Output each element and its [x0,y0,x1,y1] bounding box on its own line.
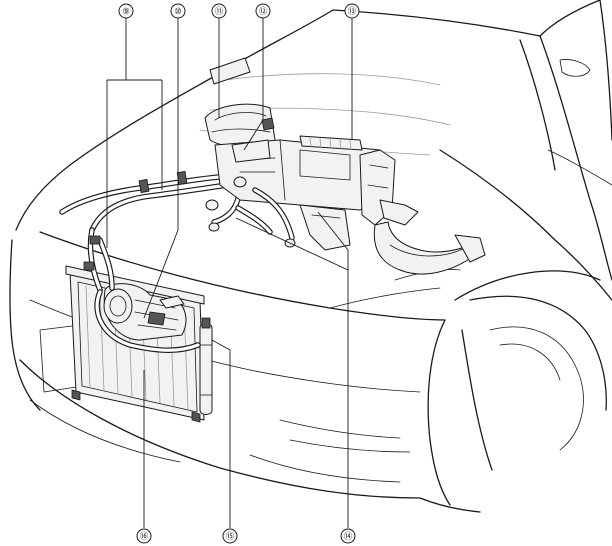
callout-16: ⑯ [136,528,152,544]
callout-label: ⑯ [140,531,149,541]
callout-11: ⑪ [211,3,227,19]
car-body [9,0,612,513]
callout-13: ⑬ [344,3,360,19]
callout-label: ⑭ [344,531,353,541]
hvac-unit [204,103,486,275]
callout-label: ⑨ [122,6,130,16]
leader-lines [106,18,353,528]
receiver-drier [199,317,213,415]
callout-9: ⑨ [118,3,134,19]
callout-10: ⑩ [170,3,186,19]
callout-14: ⑭ [340,528,356,544]
callout-label: ⑬ [348,6,357,16]
callout-label: ⑪ [215,6,224,16]
callout-label: ⑩ [174,6,182,16]
ac-compressor [103,283,187,341]
callout-label: ⑫ [259,6,268,16]
callout-12: ⑫ [255,3,271,19]
callout-15: ⑮ [222,528,238,544]
callout-label: ⑮ [226,531,235,541]
refrigerant-pipes [59,171,242,353]
